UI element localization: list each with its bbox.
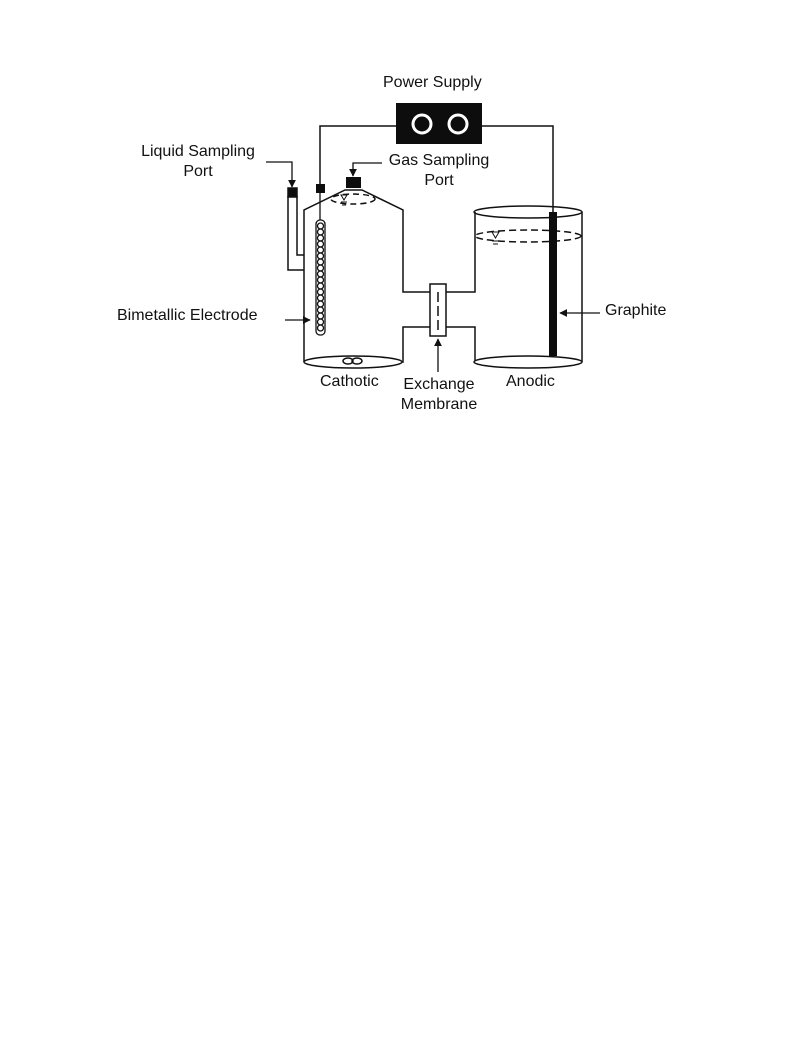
liquid-port-line2: Port bbox=[183, 163, 213, 180]
power-supply-label: Power Supply bbox=[383, 74, 482, 91]
anodic-label: Anodic bbox=[506, 373, 555, 390]
bimetallic-electrode-label: Bimetallic Electrode bbox=[117, 307, 258, 324]
liquid-sampling-tube bbox=[287, 187, 304, 271]
liquid-sampling-port-label: Liquid Sampling Port bbox=[130, 142, 266, 182]
cathodic-chamber bbox=[303, 189, 430, 369]
bimetallic-electrode bbox=[315, 184, 326, 336]
graphite-label: Graphite bbox=[605, 302, 667, 319]
gas-port-line2: Port bbox=[424, 172, 454, 189]
liquid-port-line1: Liquid Sampling bbox=[141, 143, 255, 160]
gas-sampling-port-cap bbox=[346, 177, 361, 188]
cathotic-label: Cathotic bbox=[320, 373, 379, 390]
circuit-wires bbox=[319, 125, 554, 212]
exchange-membrane bbox=[429, 283, 447, 337]
label-pointers bbox=[266, 161, 600, 372]
exchange-line2: Membrane bbox=[400, 396, 478, 413]
gas-sampling-port-label: Gas Sampling Port bbox=[380, 151, 498, 191]
graphite-electrode bbox=[549, 212, 557, 356]
exchange-line1: Exchange bbox=[403, 376, 475, 393]
exchange-membrane-label: Exchange Membrane bbox=[390, 375, 488, 415]
anodic-chamber bbox=[446, 205, 583, 369]
gas-port-line1: Gas Sampling bbox=[388, 152, 490, 169]
power-supply-box bbox=[396, 103, 482, 144]
